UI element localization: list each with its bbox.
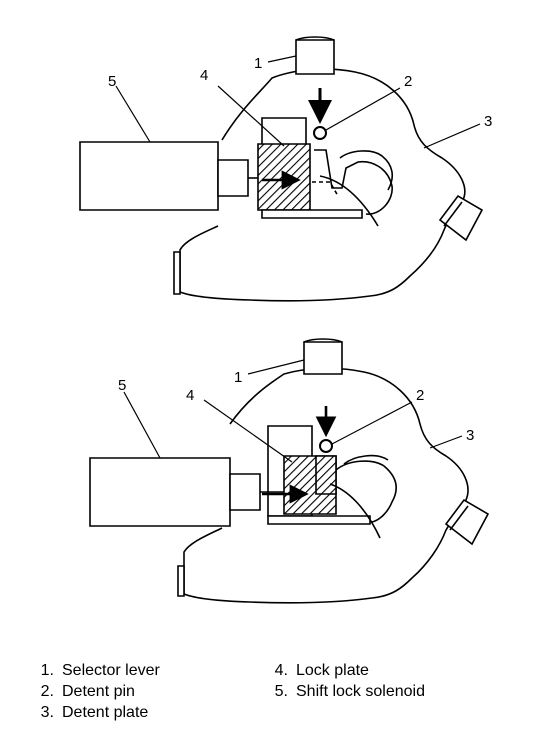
- bottom-detent-pin: [320, 440, 332, 452]
- bottom-callout-3: 3: [466, 427, 474, 444]
- top-callout-2: 2: [404, 73, 412, 90]
- top-callout-1: 1: [254, 55, 262, 72]
- bottom-callout-5: 5: [118, 377, 126, 394]
- top-callout-5: 5: [108, 73, 116, 90]
- legend-item-3: 3.Detent plate: [40, 704, 149, 721]
- bottom-solenoid-body: [90, 458, 230, 526]
- top-leaders: [116, 56, 480, 148]
- bottom-illustration: [90, 339, 488, 603]
- top-callout-3: 3: [484, 113, 492, 130]
- legend-item-5: 5.Shift lock solenoid: [274, 683, 425, 700]
- bottom-callout-2: 2: [416, 387, 424, 404]
- top-lock-plate: [258, 144, 310, 210]
- top-callout-4: 4: [200, 67, 208, 84]
- top-selector-lever: [296, 40, 334, 74]
- legend-item-4: 4.Lock plate: [274, 662, 369, 679]
- bottom-callout-4: 4: [186, 387, 194, 404]
- legend-left: 1.Selector lever 2.Detent pin 3.Detent p…: [28, 660, 160, 723]
- bottom-leaders: [124, 360, 462, 462]
- legend-right: 4.Lock plate 5.Shift lock solenoid: [262, 660, 425, 702]
- top-solenoid-body: [80, 142, 218, 210]
- top-illustration: [80, 37, 482, 301]
- bottom-selector-lever: [304, 342, 342, 374]
- legend-item-2: 2.Detent pin: [40, 683, 135, 700]
- bottom-callout-1: 1: [234, 369, 242, 386]
- legend-item-1: 1.Selector lever: [40, 662, 160, 679]
- top-detent-pin: [314, 127, 326, 139]
